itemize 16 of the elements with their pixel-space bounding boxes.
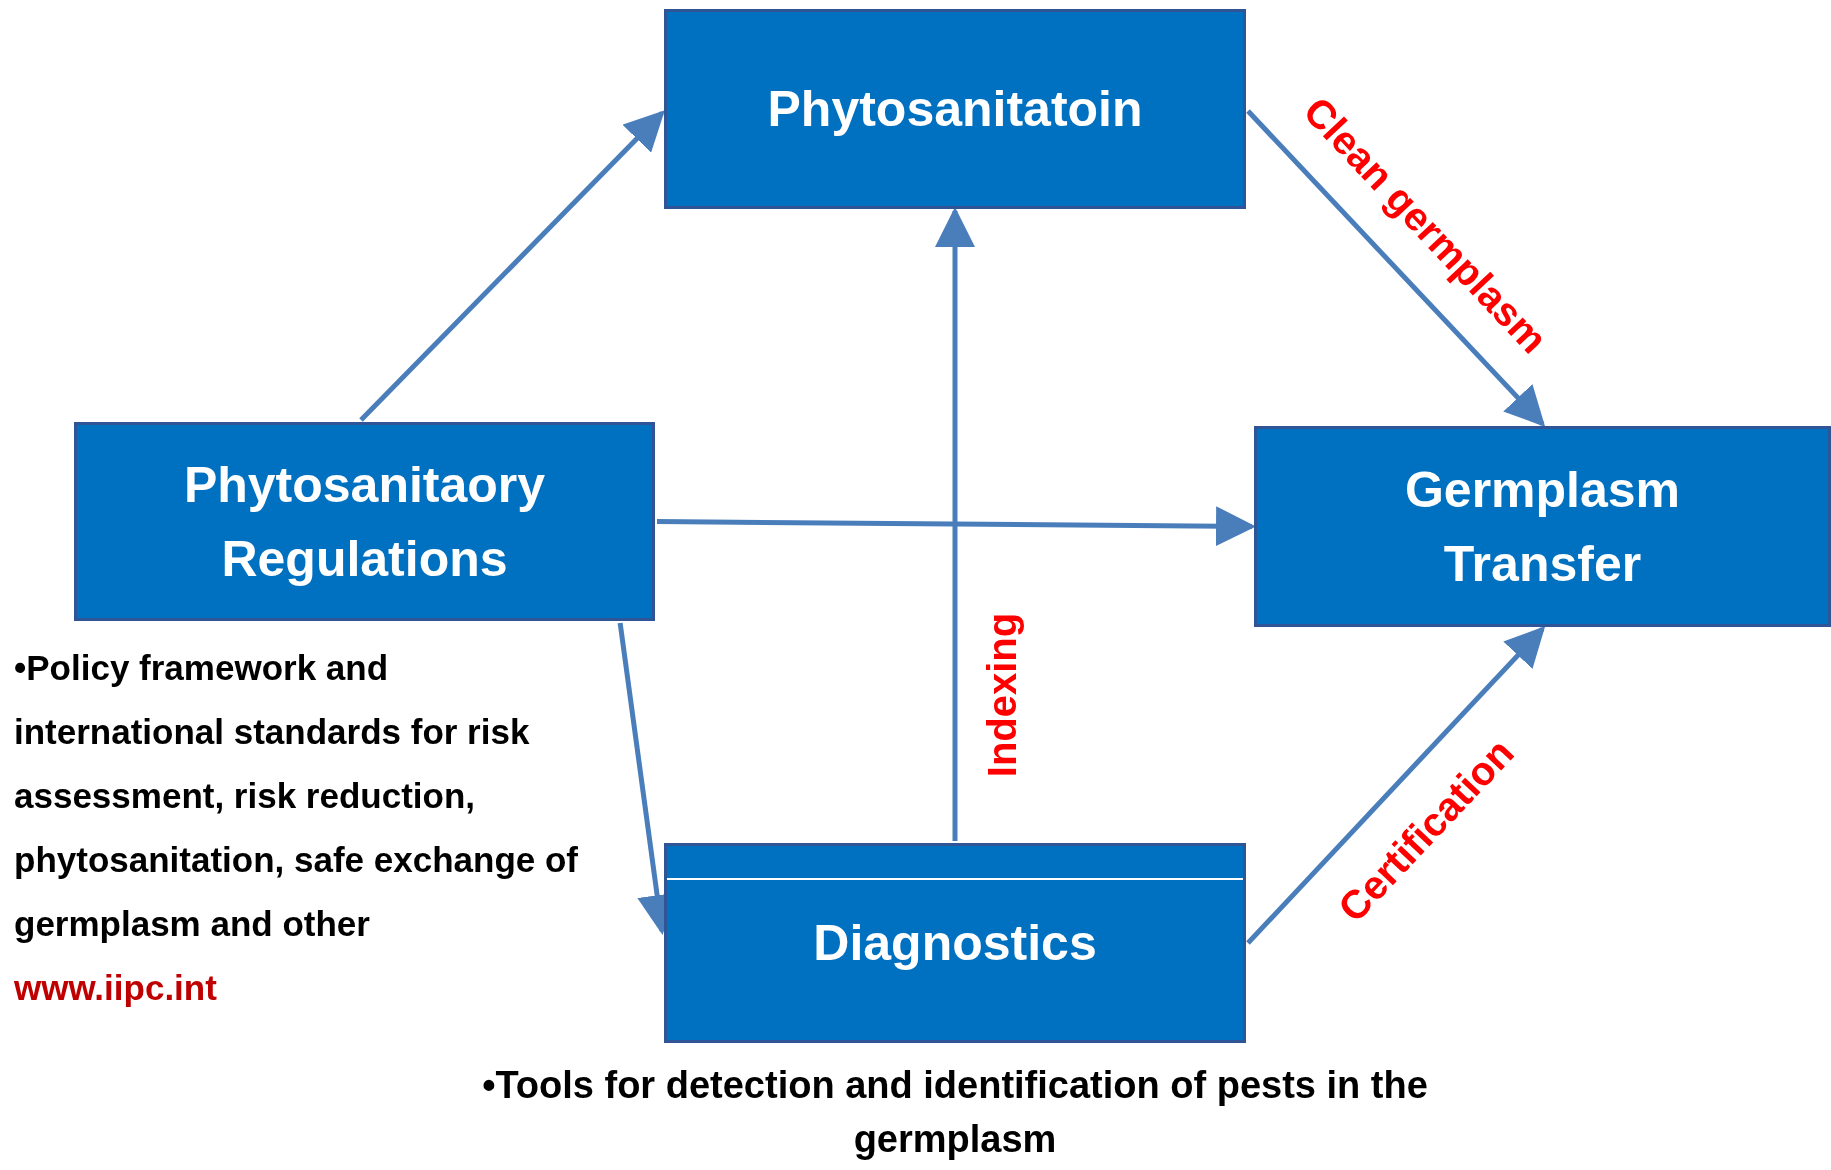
arrow — [359, 110, 665, 422]
process-box — [1254, 426, 1831, 627]
arrow — [935, 207, 975, 841]
arrow — [1246, 109, 1546, 427]
box-label: Phytosanitatoin — [766, 80, 1144, 139]
arrow — [657, 506, 1256, 547]
note-text: •Tools for detection and identification of pests in the germplasm — [481, 1063, 1429, 1162]
box-label: Germplasm Transfer — [1403, 460, 1682, 594]
web-address: www.iipc.int — [14, 967, 218, 1009]
arrow — [1246, 626, 1546, 945]
process-box — [664, 843, 1246, 1043]
box-label: Phytosanitaory Regulations — [182, 455, 547, 589]
note-text: •Policy framework and international standards for risk assessment, risk reduction, phytosanitation, safe exchange of germplasm and other — [14, 647, 579, 945]
process-box — [664, 9, 1246, 209]
process-box — [74, 422, 655, 621]
box-label: Diagnostics — [812, 914, 1098, 973]
